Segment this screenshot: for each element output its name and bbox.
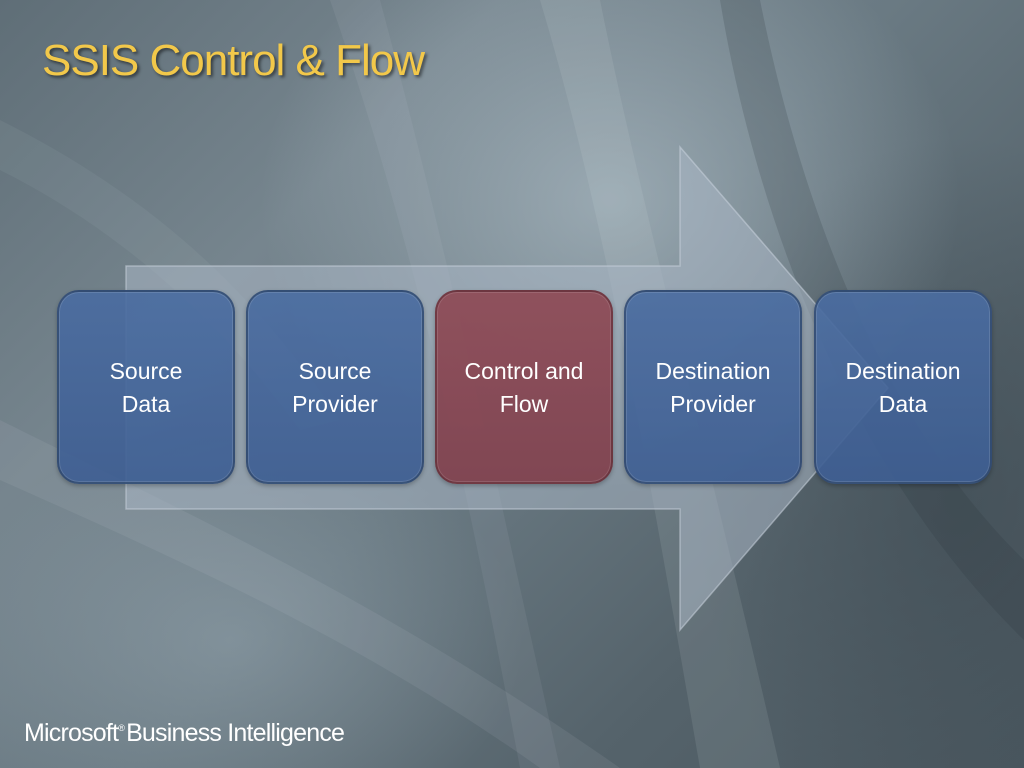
step-label: Destination Provider [655, 358, 771, 417]
step-source-provider: Source Provider [246, 290, 424, 484]
step-label: Source Provider [292, 358, 378, 417]
slide-title: SSIS Control & Flow [42, 36, 425, 85]
step-destination-provider: Destination Provider [624, 290, 802, 484]
step-label: Source Data [109, 358, 183, 417]
brand-product: Business Intelligence [126, 719, 345, 747]
brand-name: Microsoft [24, 719, 119, 747]
trademark-symbol: ® [118, 723, 125, 733]
step-control-and-flow: Control and Flow [435, 290, 613, 484]
step-label: Destination Data [845, 358, 961, 417]
step-source-data: Source Data [57, 290, 235, 484]
step-label: Control and Flow [464, 358, 584, 417]
step-destination-data: Destination Data [814, 290, 992, 484]
footer-brand-logo: Microsoft®Business Intelligence [24, 719, 345, 748]
